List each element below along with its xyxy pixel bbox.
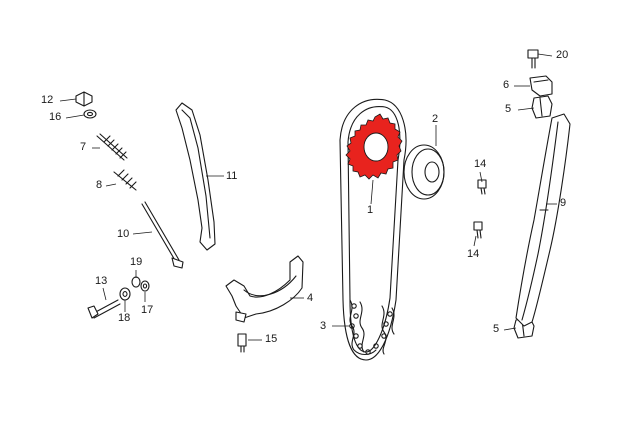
guide-holder[interactable] [529,75,553,97]
callout-4[interactable]: 4 [307,292,314,304]
callout-14-lower[interactable]: 14 [467,248,480,260]
callout-18[interactable]: 18 [118,312,131,324]
callout-12[interactable]: 12 [41,94,54,106]
callout-17[interactable]: 17 [141,304,154,316]
bolt-20[interactable] [527,49,539,69]
callout-20[interactable]: 20 [556,49,569,61]
leader-lines [59,53,557,341]
cushion-rubber-upper[interactable] [531,95,553,119]
flange-bolt-13[interactable] [87,299,121,319]
cam-sprocket-highlighted[interactable] [345,113,403,180]
callout-15[interactable]: 15 [265,333,278,345]
callout-5-upper[interactable]: 5 [505,103,512,115]
bolt-14-upper[interactable] [477,179,487,195]
cam-chain[interactable] [339,98,407,361]
callout-3[interactable]: 3 [320,320,327,332]
callout-13[interactable]: 13 [95,275,108,287]
tensioner-arm[interactable] [225,255,304,323]
callout-14-upper[interactable]: 14 [474,158,487,170]
callout-16[interactable]: 16 [49,111,62,123]
callout-1[interactable]: 1 [367,204,374,216]
callout-6[interactable]: 6 [503,79,510,91]
tensioner-spring-upper[interactable] [96,133,128,161]
nut-17[interactable] [140,280,150,292]
callout-8[interactable]: 8 [96,179,103,191]
sealing-bolt[interactable] [75,91,93,107]
chain-guide[interactable] [175,102,216,251]
tensioner-slipper[interactable] [515,113,571,327]
callout-10[interactable]: 10 [117,228,130,240]
callout-11[interactable]: 11 [226,170,238,182]
o-ring-19[interactable] [131,276,141,288]
sprocket-plate[interactable] [403,144,445,200]
bolt-15[interactable] [237,333,247,353]
callout-9[interactable]: 9 [560,197,567,209]
callout-7[interactable]: 7 [80,141,87,153]
callout-19[interactable]: 19 [130,256,143,268]
bolt-14-lower[interactable] [473,221,483,239]
callout-5-lower[interactable]: 5 [493,323,500,335]
tensioner-spring-lower[interactable] [113,169,137,191]
callout-2[interactable]: 2 [432,113,439,125]
sealing-washer[interactable] [83,109,97,119]
tensioner-rod[interactable] [141,201,184,269]
washer-18[interactable] [119,287,131,301]
